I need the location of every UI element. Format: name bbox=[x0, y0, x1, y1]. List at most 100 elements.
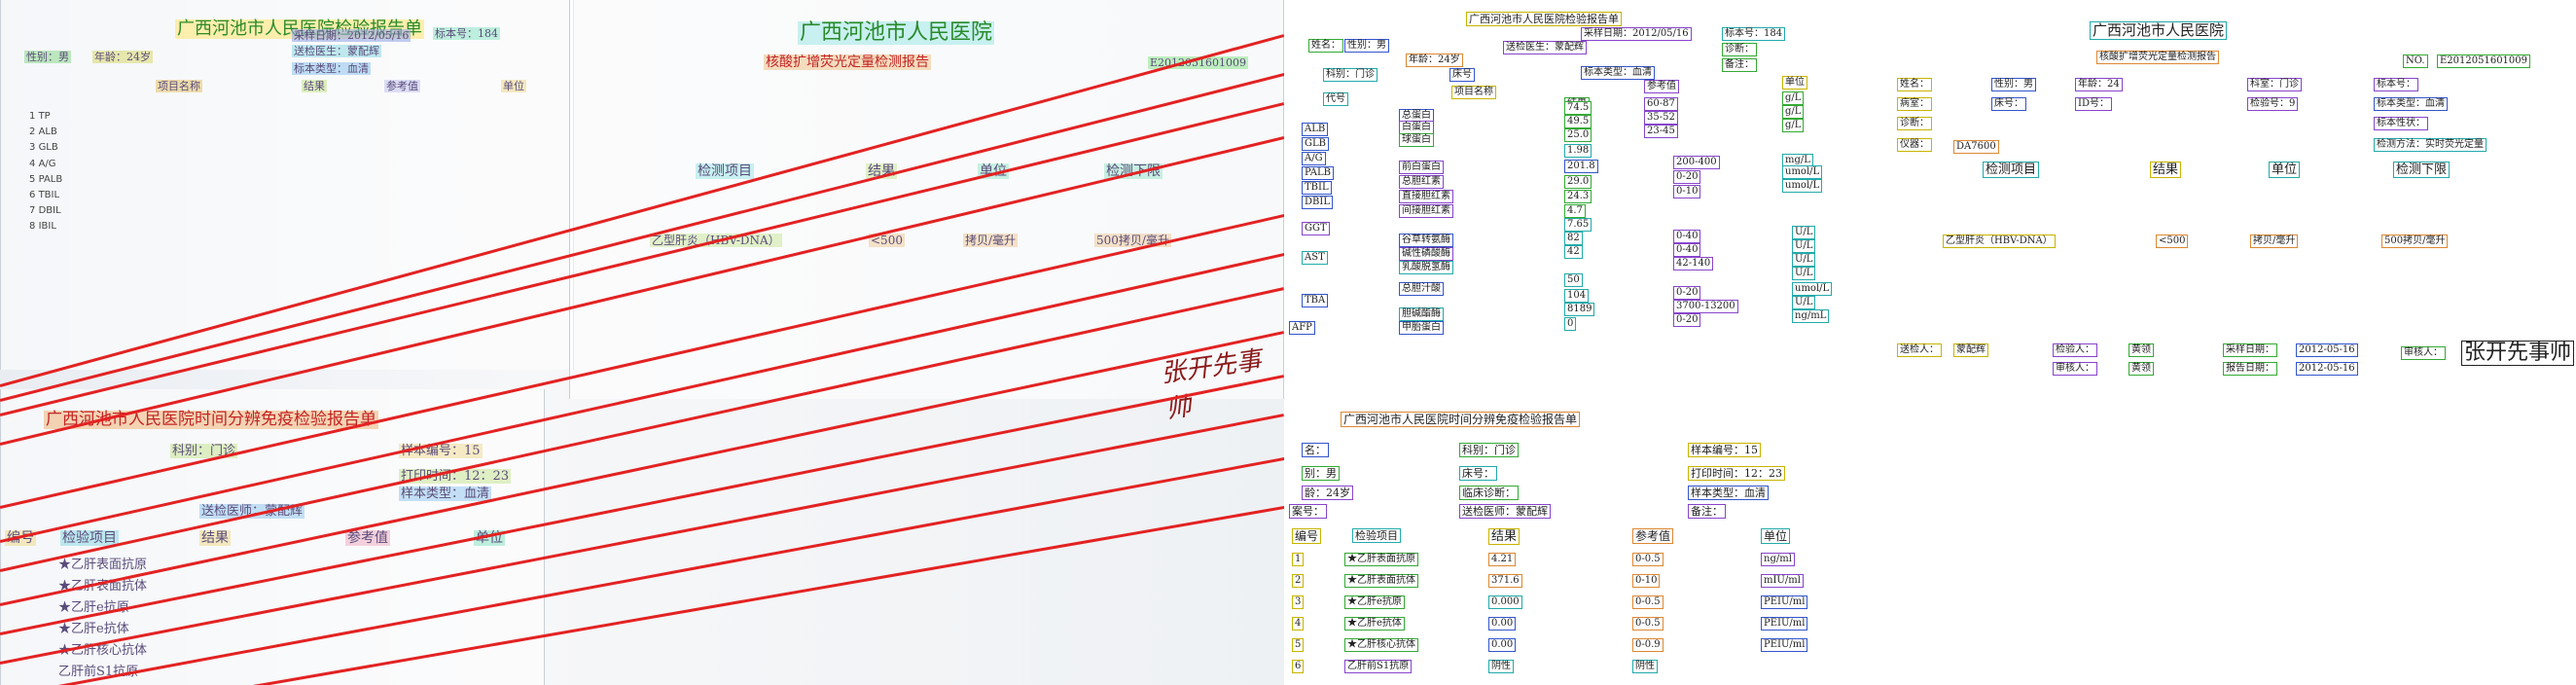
r1-photo-result-header: 结果 bbox=[302, 80, 327, 92]
r3-print-time-box: 打印时间：12：23 bbox=[1688, 466, 1785, 481]
r3-result-header-box: 结果 bbox=[1488, 528, 1521, 545]
r2-tester-value-box: 黄领 bbox=[2129, 343, 2154, 357]
r1-item-header-box: 项目名称 bbox=[1451, 86, 1496, 99]
r2-test-no-box: 检验号：9 bbox=[2247, 97, 2299, 111]
r1-diagnosis-box: 诊断： bbox=[1722, 43, 1757, 56]
r1-item-box: 前白蛋白 bbox=[1399, 161, 1444, 174]
r1-ref-box: 200-400 bbox=[1673, 156, 1720, 169]
r1-code-header-box: 代号 bbox=[1323, 92, 1348, 106]
r2-report-date-box: 报告日期： bbox=[2223, 362, 2277, 376]
r1-result-box: 104 bbox=[1564, 289, 1590, 303]
row-no: 5 bbox=[29, 173, 36, 185]
r2-photo-hospital: 广西河池市人民医院 bbox=[798, 20, 995, 45]
r1-photo-sample-no: 标本号：184 bbox=[433, 27, 500, 40]
r2-no-value-box: E2012051601009 bbox=[2437, 54, 2531, 68]
r1-result-box: 1.98 bbox=[1564, 144, 1592, 158]
r3-row-item-box: 乙肝前S1抗原 bbox=[1344, 660, 1413, 673]
r1-ref-box: 3700-13200 bbox=[1673, 300, 1738, 313]
r3-row-unit-box: PEIU/ml bbox=[1761, 595, 1808, 609]
r3-row-ref-box: 0-0.5 bbox=[1632, 617, 1664, 631]
r1-result-box: 42 bbox=[1564, 245, 1583, 259]
r3-row-item-box: ★乙肝e抗体 bbox=[1344, 617, 1405, 631]
r3-photo-print-time: 打印时间：12：23 bbox=[399, 469, 512, 484]
r2-item-header-box: 检测项目 bbox=[1983, 162, 2040, 178]
table-row: 4 A/G bbox=[29, 157, 62, 172]
r1-ref-box: 35-52 bbox=[1644, 111, 1678, 125]
r2-unit-header-box: 单位 bbox=[2269, 162, 2301, 178]
r3-photo-sample-type: 样本类型：血清 bbox=[399, 487, 492, 501]
r3-row-unit-box: PEIU/ml bbox=[1761, 638, 1808, 652]
r3-row-unit-box: PEIU/ml bbox=[1761, 617, 1808, 631]
r2-instrument-value-box: DA7600 bbox=[1953, 140, 1999, 154]
r3-photo-ref-header: 参考值 bbox=[345, 530, 390, 546]
r1-doctor-box: 送检医生：蒙配辉 bbox=[1503, 41, 1587, 54]
r2-photo-item-header: 检测项目 bbox=[696, 163, 754, 179]
r1-photo-doctor: 送检医生：蒙配辉 bbox=[292, 45, 381, 57]
r3-doctor-box: 送检医师：蒙配辉 bbox=[1459, 504, 1551, 519]
table-row: ★乙肝表面抗原 bbox=[58, 558, 148, 572]
r1-code-box: TBA bbox=[1302, 294, 1329, 307]
row-no: 2 bbox=[29, 126, 36, 138]
r2-title-box: 核酸扩增荧光定量检测报告 bbox=[2096, 51, 2219, 64]
r3-title-box: 广西河池市人民医院时间分辨免疫检验报告单 bbox=[1341, 412, 1581, 427]
r3-unit-header-box: 单位 bbox=[1761, 528, 1791, 544]
r2-no-label-box: NO. bbox=[2403, 54, 2428, 68]
r1-photo-date: 采样日期：2012/05/16 bbox=[292, 29, 411, 42]
r3-sex-box: 别：男 bbox=[1302, 466, 1340, 481]
r1-ref-box: 23-45 bbox=[1644, 125, 1678, 138]
r3-age-box: 龄：24岁 bbox=[1302, 486, 1353, 500]
r1-unit-box: umol/L bbox=[1782, 165, 1823, 179]
r3-no-header-box: 编号 bbox=[1292, 528, 1322, 544]
r3-item-header-box: 检验项目 bbox=[1352, 528, 1401, 543]
r1-code-box: AFP bbox=[1289, 321, 1315, 335]
r1-name-box: 姓名： bbox=[1308, 39, 1343, 53]
r1-unit-box: U/L bbox=[1792, 296, 1816, 309]
r1-item-box: 直接胆红素 bbox=[1399, 190, 1453, 203]
r1-ref-box: 0-20 bbox=[1673, 170, 1701, 184]
r2-signature-box: 张开先事帅 bbox=[2461, 341, 2575, 366]
r1-photo-sex: 性别：男 bbox=[24, 51, 71, 63]
r3-photo-result-header: 结果 bbox=[199, 530, 231, 546]
r1-ref-box: 0-40 bbox=[1673, 243, 1701, 257]
table-row: ★乙肝e抗体 bbox=[58, 622, 129, 636]
r1-item-box: 乳酸脱氢酶 bbox=[1399, 261, 1453, 274]
r1-unit-box: U/L bbox=[1792, 267, 1816, 280]
r2-sample-status-box: 标本性状： bbox=[2374, 117, 2428, 130]
table-row: 1 TP bbox=[29, 109, 62, 125]
r2-dept-box: 科室：门诊 bbox=[2247, 78, 2302, 91]
r1-ref-box: 0-20 bbox=[1673, 313, 1701, 327]
r2-result-header-box: 结果 bbox=[2150, 162, 2182, 178]
r3-note-box: 备注： bbox=[1688, 504, 1726, 519]
r1-bed-box: 床号 bbox=[1449, 68, 1475, 82]
r2-reviewer-value-box: 黄领 bbox=[2129, 362, 2154, 376]
r1-item-box: 碱性磷酸酶 bbox=[1399, 247, 1453, 261]
r2-sample-no-box: 标本号： bbox=[2374, 78, 2418, 91]
r2-photo-signature: 张开先事帅 bbox=[1158, 338, 1284, 426]
table-row: 6 TBIL bbox=[29, 188, 62, 203]
r2-photo-row-unit: 拷贝/毫升 bbox=[963, 234, 1019, 247]
r2-photo-row-result: <500 bbox=[869, 234, 905, 247]
r2-sex-box: 性别：男 bbox=[1991, 78, 2036, 91]
r2-row-limit-box: 500拷贝/毫升 bbox=[2381, 234, 2449, 248]
r3-sample-type-box: 样本类型：血清 bbox=[1688, 486, 1769, 500]
row-no: 1 bbox=[29, 111, 36, 122]
r1-photo-age: 年龄：24岁 bbox=[92, 51, 153, 63]
r1-code-box: GGT bbox=[1302, 222, 1330, 235]
r3-row-result-box: 4.21 bbox=[1488, 553, 1517, 566]
r2-bed-box: 床号： bbox=[1991, 97, 2026, 111]
r1-photo-codes: 1 TP 2 ALB 3 GLB 4 A/G 5 PALB 6 TBIL 7 D… bbox=[29, 109, 62, 235]
r3-row-no-box: 1 bbox=[1292, 553, 1305, 566]
r3-row-ref-box: 阴性 bbox=[1632, 660, 1658, 673]
r2-row-item-box: 乙型肝炎（HBV-DNA） bbox=[1943, 234, 2056, 248]
r1-item-box: 谷草转氨酶 bbox=[1399, 234, 1453, 247]
r1-result-box: 8189 bbox=[1564, 303, 1595, 316]
photo-panel: 广西河池市人民医院检验报告单 性别：男 年龄：24岁 采样日期：2012/05/… bbox=[0, 0, 1284, 685]
r1-unit-box: g/L bbox=[1782, 105, 1805, 119]
r1-sex-box: 性别：男 bbox=[1344, 39, 1389, 53]
r3-row-item-box: ★乙肝核心抗体 bbox=[1344, 638, 1418, 652]
r2-method-box: 检测方法：实时荧光定量 bbox=[2374, 138, 2487, 152]
r3-row-ref-box: 0-10 bbox=[1632, 574, 1661, 588]
r2-report-date-value-box: 2012-05-16 bbox=[2296, 362, 2358, 376]
r3-row-ref-box: 0-0.9 bbox=[1632, 638, 1664, 652]
r1-unit-box: g/L bbox=[1782, 119, 1805, 132]
